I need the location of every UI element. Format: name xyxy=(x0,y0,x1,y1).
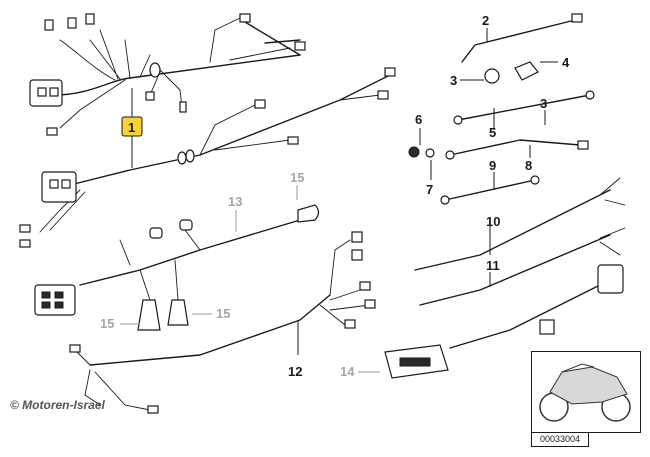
harness-13 xyxy=(34,204,320,331)
callout-13[interactable]: 13 xyxy=(228,194,242,209)
callout-15c[interactable]: 15 xyxy=(216,306,230,321)
harness-12 xyxy=(69,231,376,414)
callout-15b[interactable]: 15 xyxy=(100,316,114,331)
leader-lines xyxy=(120,28,558,373)
highlight-box xyxy=(121,116,143,137)
callout-7[interactable]: 7 xyxy=(426,182,433,197)
callout-15a[interactable]: 15 xyxy=(290,170,304,185)
copyright-notice: © Motoren-Israel xyxy=(10,398,105,412)
callout-4[interactable]: 4 xyxy=(562,55,570,70)
harness-lower xyxy=(19,67,396,248)
motorcycle-icon xyxy=(539,363,631,422)
callout-labels: 1 2 3 3 4 5 6 7 8 9 10 11 12 13 14 15 15… xyxy=(100,13,570,379)
callout-12[interactable]: 12 xyxy=(288,364,302,379)
motorcycle-thumbnail xyxy=(531,351,641,433)
callout-3b[interactable]: 3 xyxy=(540,96,547,111)
harness-upper xyxy=(29,13,306,136)
callout-8[interactable]: 8 xyxy=(525,158,532,173)
callout-3a[interactable]: 3 xyxy=(450,73,457,88)
callout-9[interactable]: 9 xyxy=(489,158,496,173)
callout-1[interactable]: 1 xyxy=(128,120,135,135)
callout-6[interactable]: 6 xyxy=(415,112,422,127)
small-parts xyxy=(408,13,595,205)
callout-5[interactable]: 5 xyxy=(489,125,496,140)
callout-10[interactable]: 10 xyxy=(486,214,500,229)
reference-code: 00033004 xyxy=(531,432,589,447)
callout-2[interactable]: 2 xyxy=(482,13,489,28)
callout-11[interactable]: 11 xyxy=(486,258,500,273)
callout-14[interactable]: 14 xyxy=(340,364,355,379)
harness-10-11 xyxy=(384,177,626,379)
